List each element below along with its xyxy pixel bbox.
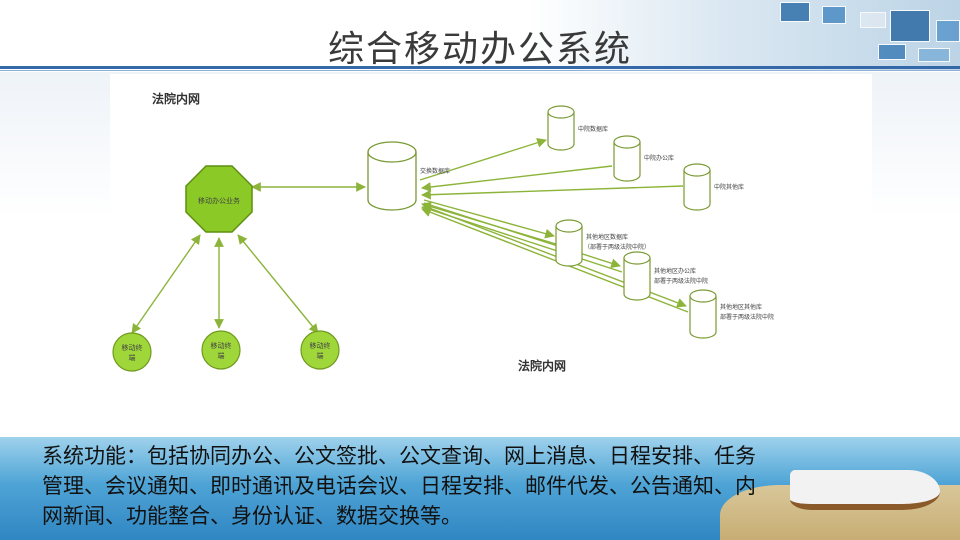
terminal-node: 移动终 端	[112, 332, 152, 372]
header-decoration	[918, 48, 950, 62]
database-label-line2: 部署于两级法院中院	[654, 277, 708, 285]
connector-exchange-db-2	[421, 165, 613, 192]
octagon-shape	[185, 165, 253, 233]
database-label-line1: 其他地区数据库	[586, 233, 628, 241]
database-label-line2: 部署于两级法院中院	[720, 313, 774, 321]
database-label-line2: （部署于两级法院中院）	[584, 243, 650, 251]
title-underline-thin	[0, 70, 960, 71]
hub-node: 移动办公业务	[185, 165, 253, 233]
slide-title: 综合移动办公系统	[327, 29, 632, 70]
diagram-panel	[110, 74, 872, 424]
hub-label: 移动办公业务	[198, 196, 240, 205]
connector-exchange-db-5b	[423, 202, 621, 268]
terminal-label-line2: 端	[218, 351, 225, 360]
header-decoration	[780, 2, 810, 22]
database-label: 中院数据库	[578, 125, 608, 133]
terminal-label-line2: 端	[129, 353, 136, 362]
connector-hub-terminal-3	[237, 234, 319, 334]
header-decoration	[890, 10, 930, 42]
database-node: 中院办公库	[613, 135, 674, 182]
connector-exchange-db-1	[419, 137, 547, 181]
database-node: 中院其他库	[683, 163, 744, 211]
exchange-label: 交换数据库	[420, 167, 450, 175]
title-underline	[0, 66, 960, 69]
database-node: 其他地区其他库 部署于两级法院中院	[689, 289, 774, 339]
connector-exchange-db-4b	[423, 199, 555, 239]
exchange-database: 交换数据库	[367, 141, 450, 211]
terminal-label-line1: 移动终	[122, 343, 143, 352]
diagram-label-bottom: 法院内网	[518, 358, 566, 373]
feature-description: 系统功能：包括协同办公、公文签批、公文查询、网上消息、日程安排、任务管理、会议通…	[42, 444, 756, 528]
terminal-node: 移动终 端	[201, 330, 241, 370]
connector-hub-terminal-1	[131, 234, 201, 334]
connector-exchange-db-3	[421, 185, 684, 200]
boat-decoration	[790, 470, 940, 510]
diagram-label-top: 法院内网	[152, 91, 200, 106]
header-decoration	[860, 12, 886, 28]
terminal-label-line1: 移动终	[211, 341, 232, 350]
database-node: 其他地区数据库 （部署于两级法院中院）	[555, 219, 650, 267]
database-label-line1: 其他地区其他库	[720, 303, 762, 311]
terminal-node: 移动终 端	[300, 330, 340, 370]
terminal-label-line2: 端	[317, 351, 324, 360]
database-node: 其他地区办公库 部署于两级法院中院	[623, 251, 708, 301]
database-label: 中院其他库	[714, 183, 744, 191]
database-label-line1: 其他地区办公库	[654, 267, 696, 275]
database-node: 中院数据库	[547, 105, 608, 151]
header-decoration	[822, 6, 846, 24]
terminal-label-line1: 移动终	[310, 341, 331, 350]
database-label: 中院办公库	[644, 154, 674, 162]
header-decoration	[878, 44, 906, 60]
